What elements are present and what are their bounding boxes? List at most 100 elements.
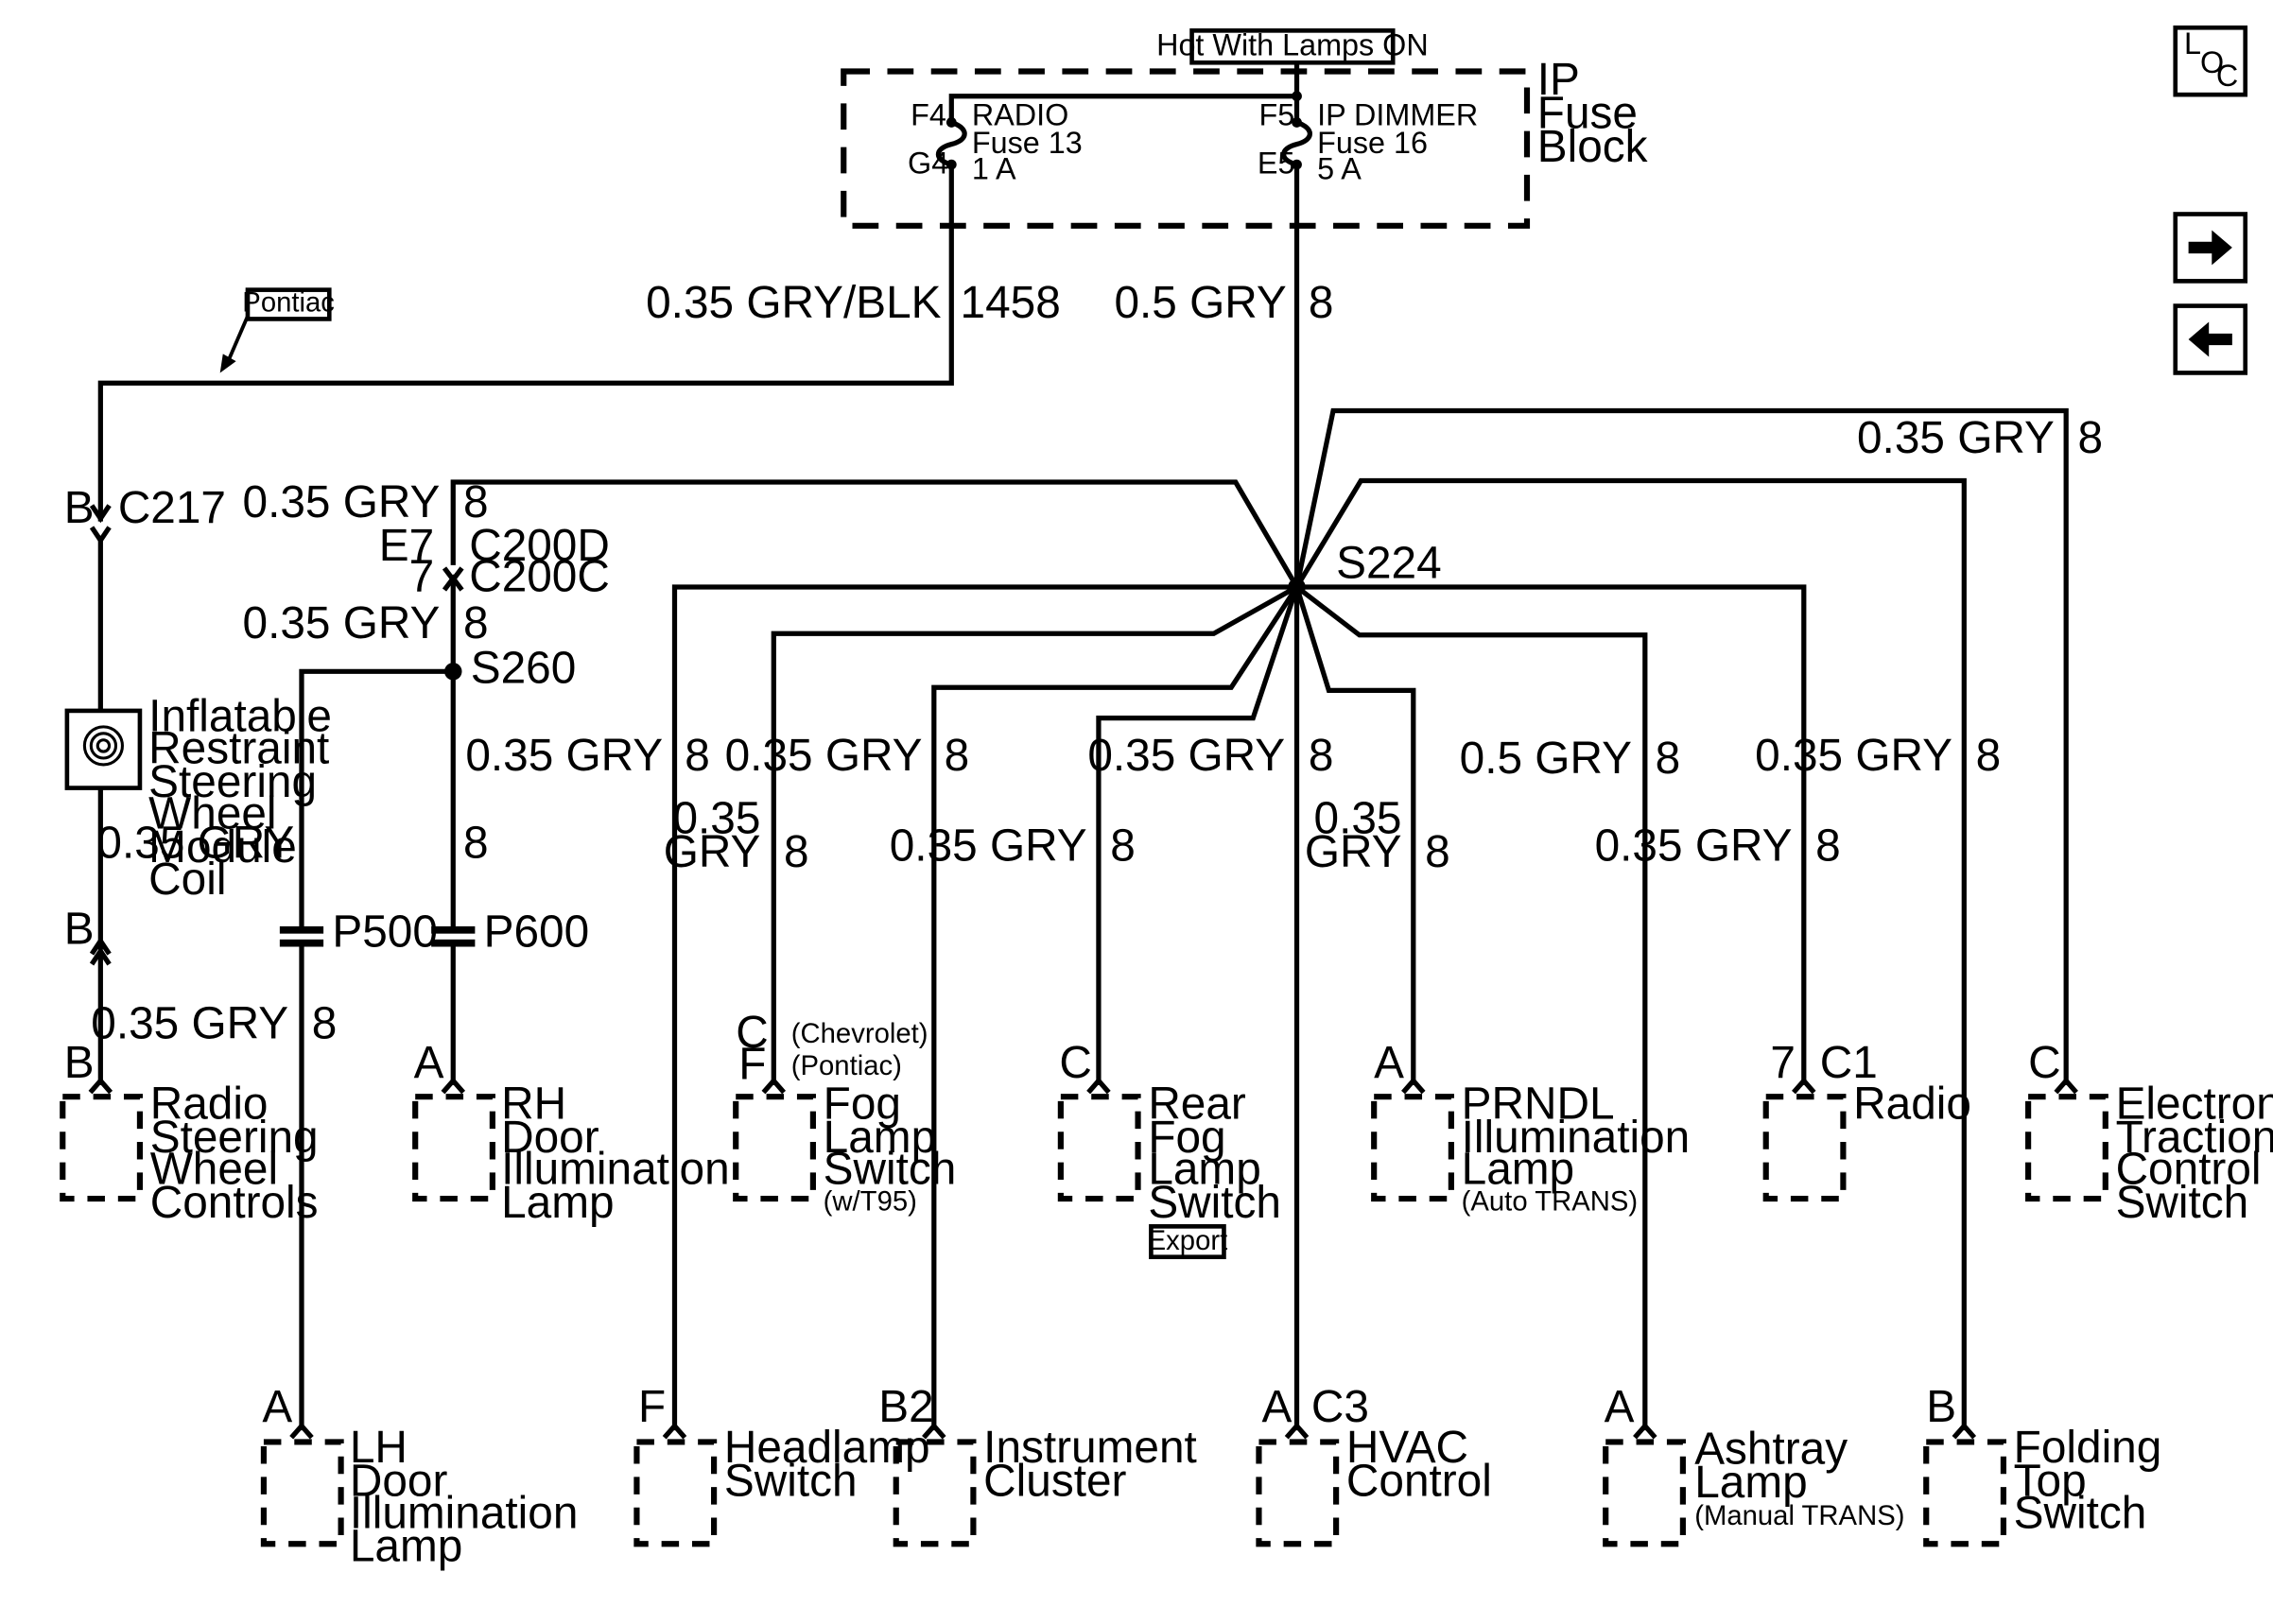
svg-text:8: 8 [1110,821,1136,872]
svg-text:A: A [262,1382,292,1432]
svg-text:Block: Block [1537,122,1648,172]
svg-text:C: C [2216,59,2238,93]
svg-text:8: 8 [945,731,970,781]
svg-text:0.5 GRY: 0.5 GRY [1460,734,1632,784]
fog-lamp-switch: C F (Chevrolet) (Pontiac) Fog Lamp Switc… [733,1008,956,1217]
wire-prndl-lamp: 0.35 GRY 8 [1294,586,1450,1085]
svg-text:RADIO: RADIO [972,98,1068,132]
ashtray-lamp: A Ashtray Lamp (Manual TRANS) [1603,1382,1904,1547]
svg-text:8: 8 [1815,821,1841,872]
svg-text:(Chevrolet): (Chevrolet) [791,1019,928,1049]
svg-text:1 A: 1 A [972,152,1016,186]
svg-text:0.35 GRY: 0.35 GRY [243,477,441,527]
svg-text:HVAC: HVAC [1346,1423,1468,1473]
svg-text:Control: Control [1346,1456,1492,1506]
svg-text:Lamp: Lamp [350,1522,462,1572]
svg-text:Rear: Rear [1148,1079,1246,1129]
svg-text:F: F [638,1382,666,1432]
svg-text:Control: Control [2116,1145,2262,1195]
connector-p600: P600 [431,907,589,958]
next-arrow-icon[interactable] [2173,212,2248,284]
wire-ashtray-lamp: 0.5 GRY 8 [1294,584,1680,1431]
wire-from-c200: 0.35 GRY 8 [243,579,489,672]
connector-c217: B C217 [64,483,226,545]
svg-text:Traction: Traction [2116,1113,2273,1163]
wire-instrument-cluster: 0.35 GRY 8 [725,585,1299,1431]
svg-text:Pontiac: Pontiac [242,288,335,319]
svg-text:8: 8 [2078,413,2104,463]
ip-fuse-block: IP Fuse Block [841,55,1648,229]
radio: 7 C1 Radio [1762,1038,1971,1202]
wire-to-c200: 0.35 GRY 8 [243,477,1299,589]
svg-text:C: C [1059,1038,1091,1088]
svg-text:Illumination: Illumination [350,1488,579,1538]
svg-text:IP DIMMER: IP DIMMER [1317,98,1478,132]
svg-text:Module: Module [148,822,297,872]
splice-s260: S260 [444,644,576,694]
svg-text:P600: P600 [484,907,590,958]
svg-text:E7: E7 [379,521,434,571]
svg-text:Radio: Radio [150,1079,269,1129]
svg-text:0.5 GRY: 0.5 GRY [1114,278,1286,328]
svg-text:A: A [1374,1038,1404,1088]
svg-text:C: C [2028,1038,2060,1088]
svg-text:8: 8 [784,827,809,877]
wire-radio: 0.35 GRY 8 [1296,584,1841,1085]
svg-text:8: 8 [1976,731,2002,781]
svg-text:Fuse 13: Fuse 13 [972,126,1083,160]
svg-text:0.35 GRY: 0.35 GRY [1595,821,1793,872]
svg-text:LH: LH [350,1423,408,1473]
svg-text:8: 8 [463,598,489,648]
svg-text:0.35 GRY: 0.35 GRY [725,731,923,781]
svg-text:Hot With Lamps ON: Hot With Lamps ON [1156,28,1429,62]
folding-top-switch: B Folding Top Switch [1923,1382,2162,1547]
svg-text:G4: G4 [908,146,948,180]
rear-fog-lamp-switch: C Rear Fog Lamp Switch [1057,1038,1281,1228]
svg-text:0.35 GRY: 0.35 GRY [1755,731,1952,781]
svg-text:0.35: 0.35 [672,793,760,843]
svg-text:(w/T95): (w/T95) [824,1186,917,1217]
svg-text:Fuse: Fuse [1537,89,1638,139]
svg-text:Top: Top [2014,1456,2087,1506]
wire-headlamp-switch: 0.35 GRY 8 [465,584,1297,1431]
svg-text:1458: 1458 [961,278,1061,328]
rh-door-illumination-lamp: A RH Door Illumination Lamp [412,1038,730,1228]
svg-text:GRY: GRY [664,827,761,877]
svg-text:Electronic: Electronic [2116,1079,2273,1129]
svg-text:Lamp: Lamp [824,1113,936,1163]
wire-fog-lamp-switch: 0.35 GRY 8 [664,584,1298,1085]
svg-text:B2: B2 [878,1382,933,1432]
svg-text:8: 8 [463,477,489,527]
svg-text:B: B [1926,1382,1956,1432]
svg-text:0.35 GRY: 0.35 GRY [1087,731,1285,781]
svg-text:Switch: Switch [2014,1488,2147,1538]
pontiac-variant-tag: Pontiac [219,287,335,373]
svg-text:C217: C217 [118,483,226,533]
svg-text:PRNDL: PRNDL [1462,1079,1615,1129]
svg-text:0.35 GRY: 0.35 GRY [1857,413,2055,463]
svg-text:C: C [736,1008,768,1058]
svg-text:Door: Door [350,1456,448,1506]
hot-with-lamps-on-tag: Hot With Lamps ON [1156,28,1429,65]
svg-text:Lamp: Lamp [1462,1145,1574,1195]
svg-text:Door: Door [501,1113,599,1163]
svg-text:Steering: Steering [150,1113,319,1163]
svg-text:Lamp: Lamp [501,1178,614,1228]
lh-door-illumination-lamp: A LH Door Illumination Lamp [260,1382,579,1572]
svg-text:Fog: Fog [824,1079,901,1129]
prev-arrow-icon[interactable] [2173,303,2248,375]
coil-lower-connector: B [64,904,112,966]
svg-text:RH: RH [501,1079,566,1129]
svg-text:7: 7 [1770,1038,1796,1088]
svg-text:Switch: Switch [724,1456,858,1506]
wire-radio-feed: 0.35 GRY/BLK 1458 [97,164,1061,498]
svg-text:Folding: Folding [2014,1423,2162,1473]
location-icon[interactable]: L O C [2173,25,2248,97]
svg-text:O: O [2200,45,2224,79]
svg-text:C200C: C200C [469,552,610,602]
svg-text:B: B [64,1038,95,1088]
svg-text:A: A [1262,1382,1293,1432]
svg-text:E5: E5 [1258,146,1295,180]
prndl-illumination-lamp: A PRNDL Illumination Lamp (Auto TRANS) [1371,1038,1690,1217]
